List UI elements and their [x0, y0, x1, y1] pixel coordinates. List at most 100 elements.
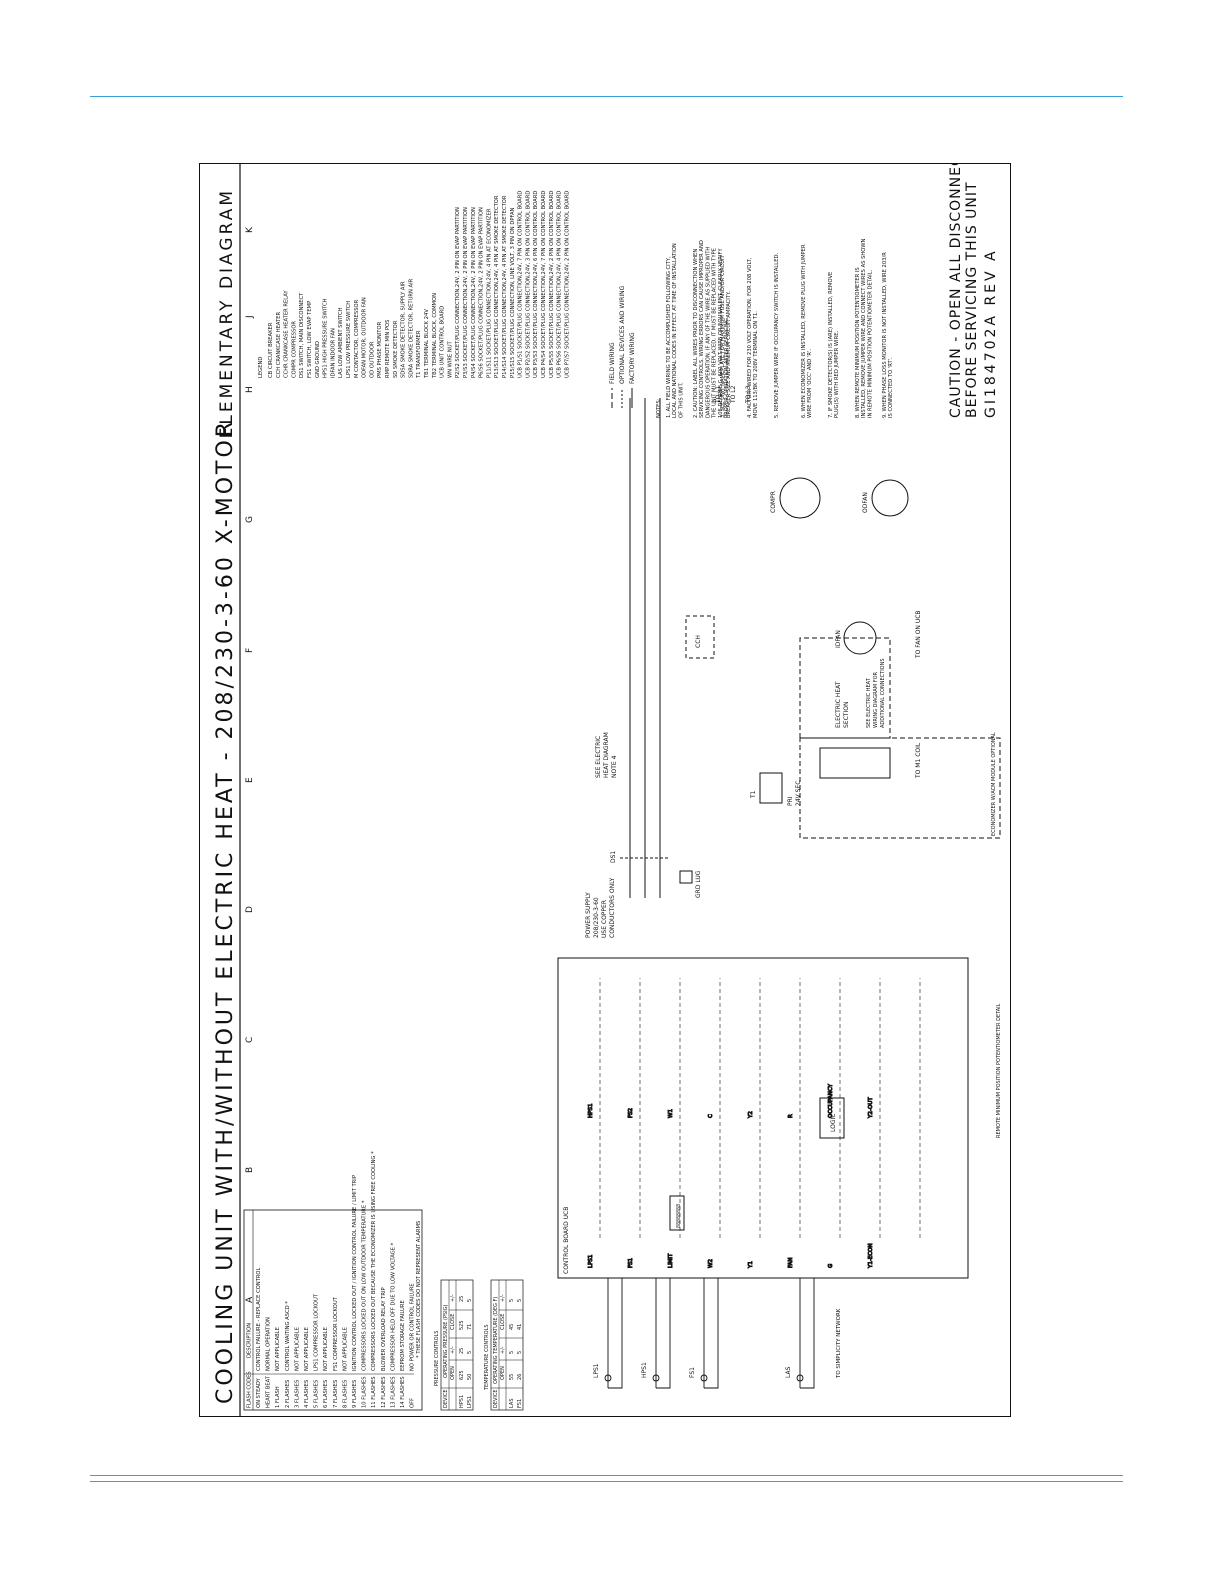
elementary-diagram-frame: COOLING UNIT WITH/WITHOUT ELECTRIC HEAT …: [199, 163, 1011, 1417]
flash-code-cell: 9 FLASHES: [352, 1380, 358, 1408]
flash-code-cell: 12 FLASHES: [381, 1376, 387, 1408]
switch-label-lps1: LPS1: [593, 1363, 600, 1378]
to-m1-coil: TO M1 COIL: [915, 742, 922, 779]
compr-label: COMPR: [770, 491, 777, 513]
hps1-switch-node: [652, 1374, 660, 1382]
legend-item: M CONTACTOR, COMPRESSOR: [354, 299, 360, 378]
temperature-cell: 41: [517, 1324, 523, 1330]
transformer-t1: [759, 772, 783, 804]
legend-item: P14/S14 SOCKET/PLUG CONNECTION,24V, 4 PI…: [502, 195, 508, 378]
flash-code-cell: 3 FLASHES: [294, 1380, 300, 1408]
col-letter: A: [245, 1296, 255, 1303]
power-supply-label: POWER SUPPLY: [585, 892, 592, 938]
legend-item: P11/S11 SOCKET/PLUG CONNECTION,24V, 4 PI…: [486, 208, 492, 378]
line-l1: TO L1: [715, 385, 722, 404]
legend-item: P2/S2 SOCKET/PLUG CONNECTION,24V, 2 PIN …: [455, 207, 461, 378]
control-board-outline: [557, 957, 969, 1279]
temperature-header: +/-: [500, 1294, 506, 1302]
temperature-title: TEMPERATURE CONTROLS: [484, 1324, 490, 1391]
note-line: 5. REMOVE JUMPER WIRE IF OCCUPANCY SWITC…: [774, 253, 780, 418]
legend-item: SD SMOKE DETECTOR: [393, 320, 399, 378]
flash-description-cell: NOT APPLICABLE: [342, 1327, 348, 1371]
cch-box: [685, 615, 715, 659]
flash-description-cell: COMPRESSORS LOCKED OUT BECAUSE THE ECONO…: [371, 1151, 377, 1371]
ucb-terminal-label: OCCUPANCY: [828, 1083, 834, 1118]
legend-item: RMP REMOTE MIN POS: [385, 320, 391, 378]
legend-item: T1 TRANSFORMER: [416, 330, 422, 379]
note-line: 105 DEGREE C, 600 VOLT WIRE OR EQUIVALEN…: [718, 248, 724, 418]
legend-item: UCB UNIT CONTROL BOARD: [440, 306, 446, 378]
legend-item: P6/S6 SOCKET/PLUG CONNECTION,24V, 2 PIN …: [479, 207, 485, 378]
to-simplicity-network: TO SIMPLICITY NETWORK: [836, 1308, 842, 1379]
legend-item: UCB P5/S5 SOCKET/PLUG CONNECTION,24V, 2 …: [549, 191, 555, 378]
ucb-terminal-label: LIMIT: [668, 1253, 674, 1268]
safety-switches: LPS1 HPS1 FS1 LAS TO SIMPLICITY NETWORK: [593, 1278, 842, 1389]
footer-rule-thin: [90, 1481, 1123, 1482]
legend-title: LEGEND: [258, 357, 264, 378]
column-letters: A B C D E F G H J K: [245, 226, 255, 1303]
legend-item: GND GROUND: [315, 341, 321, 378]
legend-item: SDRA SMOKE DETECTOR, RETURN AIR: [408, 278, 414, 378]
note-line: PLUG(S) WITH RED JUMPER WIRE.: [834, 331, 840, 418]
flash-description-cell: NOT APPLICABLE: [304, 1327, 310, 1371]
flash-code-cell: 8 FLASHES: [342, 1380, 348, 1408]
legend-item: P4/S4 SOCKET/PLUG CONNECTION,24V, 2 PIN …: [471, 207, 477, 378]
col-letter: E: [245, 777, 255, 783]
ucb-terminal-label: Y2-OUT: [868, 1097, 874, 1119]
col-letter: F: [245, 648, 255, 653]
temperature-cell: LAS: [509, 1399, 515, 1409]
temperature-cell: FS1: [517, 1399, 523, 1408]
flash-description-cell: IGNITION CONTROL LOCKED OUT / IGNITION C…: [352, 1175, 358, 1371]
note-line: 1. ALL FIELD WIRING TO BE ACCOMPLISHED F…: [666, 256, 672, 418]
electric-heat-box: [799, 637, 891, 739]
odfan-motor: [871, 479, 909, 517]
t1-va: 24V SEC: [795, 781, 802, 806]
pressure-cell: 25: [459, 1348, 465, 1354]
electric-heat-title: ELECTRIC HEAT: [835, 681, 842, 728]
footer-rule: [90, 1475, 1123, 1476]
power-supply-voltage: 208/230-3-60: [593, 897, 600, 938]
caution-block: CAUTION - OPEN ALL DISCONNECTS BEFORE SE…: [948, 164, 999, 418]
legend-item: UCB P4/S4 SOCKET/PLUG CONNECTION,24V, 7 …: [541, 191, 547, 378]
ucb-terminal-label: FAN: [788, 1257, 794, 1268]
pressure-controls-table: PRESSURE CONTROLS DEVICE OPERATING PRESS…: [434, 1279, 474, 1411]
ucb-terminal-label: R: [788, 1114, 794, 1118]
flash-code-cell: 2 FLASHES: [285, 1380, 291, 1408]
ucb-terminal-label: W2: [708, 1259, 714, 1268]
temperature-controls-table: TEMPERATURE CONTROLS DEVICE OPERATING TE…: [484, 1279, 524, 1411]
temperature-header: OPERATING TEMPERATURE (DEG F): [493, 1297, 499, 1384]
legend-item: OD OUTDOOR: [369, 341, 375, 378]
flash-description-cell: BLOWER OVERLOAD RELAY TRIP: [381, 1287, 387, 1371]
see-electric-3: NOTE 4: [611, 755, 618, 778]
legend-item: HPS1 HIGH PRESSURE SWITCH: [323, 298, 329, 378]
ucb-terminal-label: FS2: [628, 1108, 634, 1118]
wiring-key: FIELD WIRING OPTIONAL DEVICES AND WIRING…: [609, 285, 636, 408]
flash-code-cell: 4 FLASHES: [304, 1380, 310, 1408]
legend-item: ODFAN MOTOR, OUTDOOR FAN: [362, 297, 368, 378]
lps1-switch-node: [604, 1374, 612, 1382]
see-electric-heat-3: ADDITIONAL CONNECTIONS: [880, 658, 886, 728]
note-line: BREAKER SIZE AND MINIMUM CIRCUIT AMPACIT…: [726, 291, 732, 418]
power-section: POWER SUPPLY 208/230-3-60 USE COPPER CON…: [585, 385, 922, 938]
line-l2: TO L2: [730, 385, 737, 404]
ucb-terminal-label: G: [828, 1264, 834, 1268]
notes-title: NOTES:: [656, 398, 662, 418]
electric-heat-section: ELECTRIC HEAT SECTION SEE ELECTRIC HEAT …: [799, 637, 891, 739]
board-display-digits: 88888888: [676, 1204, 682, 1228]
col-letter: B: [245, 1167, 255, 1173]
odfan-label: ODFAN: [862, 492, 869, 513]
temperature-cell: 45: [509, 1324, 515, 1330]
flash-note: * THESE FLASH CODES DO NOT REPRESENT ALA…: [416, 1221, 422, 1358]
pressure-cell: 625: [459, 1370, 465, 1380]
pressure-cell: 5: [467, 1351, 473, 1354]
switch-label-fs1: FS1: [689, 1367, 696, 1378]
pressure-cell: LPS1: [467, 1396, 473, 1408]
flash-code-cell: 1 FLASH: [275, 1386, 281, 1408]
legend-item: UCB P7/S7 SOCKET/PLUG CONNECTION,24V, 2 …: [564, 191, 570, 378]
legend-item: UCB P3/S3 SOCKET/PLUG CONNECTION,24V, 6 …: [533, 191, 539, 378]
pressure-header: +/-: [450, 1294, 456, 1302]
ucb-terminal-label: Y1: [748, 1261, 754, 1269]
acm-module: [819, 747, 891, 779]
ucb-terminal-label: LPS1: [588, 1255, 594, 1268]
